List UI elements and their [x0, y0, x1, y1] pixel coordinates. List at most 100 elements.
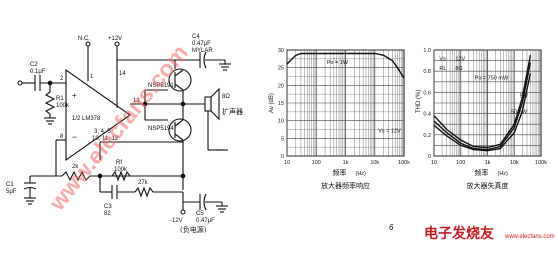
label-r2: 2k [72, 164, 79, 170]
brand-url: www.elecfans.com [504, 234, 555, 240]
brand-logo: 电子发烧友 [424, 225, 494, 242]
y-tick-label: 5 [281, 136, 284, 142]
label-pin1: 1 [90, 74, 94, 80]
y-tick-label: 0.6 [423, 90, 431, 96]
opamp-symbol [65, 68, 131, 162]
label-c4-type: MYLAR [192, 48, 213, 54]
label-pin2: 2 [60, 76, 64, 82]
chart-title: 放大器频率响应 [321, 181, 370, 190]
transistor-q1 [168, 68, 192, 92]
schematic-labels: N.C. +12V C4 0.47μF MYLAR C2 0.1μF R1 10… [6, 34, 243, 234]
chart-annotation: 8Ω [455, 66, 462, 72]
speaker-cone [210, 87, 220, 121]
x-tick-label: 100 [312, 160, 321, 166]
chart-annotation: Vs = 12V [378, 129, 401, 135]
y-tick-label: 0.2 [423, 133, 431, 139]
terminal-nc [85, 41, 91, 47]
resistor-27k [134, 186, 183, 198]
label-pin14: 14 [119, 71, 126, 77]
label-ic: 1/2 LM378 [72, 116, 101, 122]
label-vplus: +12V [108, 36, 122, 42]
label-pins-gnd: 3, 4, 5 [94, 129, 111, 135]
opamp-minus: − [72, 132, 77, 142]
label-q2: NSP5194 [148, 126, 174, 132]
resistor-2k [61, 170, 100, 182]
label-speaker-cn: 扩声器 [222, 107, 243, 116]
series-line-2 [433, 73, 532, 152]
x-axis-unit: (Hz) [356, 171, 367, 177]
label-r1: R1 [56, 96, 64, 102]
label-c2: C2 [30, 62, 38, 68]
label-c1: C1 [6, 182, 14, 188]
series-line-1 [433, 55, 532, 149]
x-axis-label: 频率 [475, 168, 489, 177]
series-line-0 [286, 52, 405, 79]
x-tick-label: 10 [431, 160, 437, 166]
chart-annotation: RL [439, 66, 446, 72]
chart-annotation: 5W [520, 94, 529, 100]
y-tick-label: 30 [278, 48, 284, 54]
x-tick-label: 1k [485, 160, 491, 166]
resistor-r1 [44, 83, 56, 118]
c1-plate-b [23, 186, 37, 190]
y-tick-label: 0 [281, 154, 284, 160]
series-line-0 [433, 62, 532, 151]
label-pins-gnd2: 10, 11, 12 [92, 136, 119, 142]
y-tick-label: 1.0 [423, 48, 431, 54]
x-tick-label: 10 [284, 160, 290, 166]
label-pin13: 13 [133, 98, 140, 104]
chart-title: 放大器失真度 [467, 181, 509, 190]
amplifier-schematic: + − [17, 41, 231, 215]
y-tick-label: 0.8 [423, 69, 431, 75]
chart-annotation: Vs [439, 57, 446, 63]
y-tick-label: 10 [278, 119, 284, 125]
y-axis-label: THD (%) [416, 90, 422, 113]
terminal-vplus [114, 41, 120, 47]
y-axis-label: Av (dB) [269, 93, 275, 113]
terminal-vminus [180, 209, 186, 215]
x-tick-label: 100k [398, 160, 410, 166]
chart-annotation: Po = 1W [327, 60, 349, 66]
label-r1-val: 100k [56, 103, 70, 109]
label-c4: C4 [192, 34, 200, 40]
label-pin8: 8 [60, 134, 64, 140]
y-tick-label: 0 [428, 154, 431, 160]
label-speaker: 8Ω [222, 94, 230, 100]
x-axis-unit: (Hz) [498, 171, 509, 177]
label-q1: NSP5191 [148, 83, 174, 89]
y-tick-label: 0.4 [423, 112, 431, 118]
terminal-input [17, 80, 23, 86]
transistor-q2 [168, 118, 192, 142]
x-tick-label: 10k [370, 160, 379, 166]
x-axis-label: 频率 [333, 168, 347, 177]
label-rf: Rf [116, 160, 122, 166]
chart-thd: 0 0.2 0.4 0.6 0.8 1.0 10 100 1k 10k 100k THD (%) 频率 (… [416, 48, 547, 190]
label-c4-val: 0.47μF [192, 41, 211, 47]
label-c5-val: 0.47μF [196, 218, 215, 224]
label-c1-val: 5μF [6, 189, 17, 195]
label-vminus: -12V [170, 218, 183, 224]
x-tick-label: 100 [456, 160, 465, 166]
speaker-body [204, 96, 212, 112]
label-c5-cn: (负电源) [180, 225, 207, 234]
chart-annotation: 50mW [511, 110, 528, 116]
resistor-rf [111, 170, 131, 182]
y-tick-label: 25 [278, 66, 284, 72]
y-tick-label: 15 [278, 101, 284, 107]
chart-annotation: Po = 750 mW [475, 76, 509, 82]
label-c5: C5 [196, 211, 204, 217]
label-rf-val: 100k [114, 167, 128, 173]
label-c3-val: 82 [104, 211, 111, 217]
x-tick-label: 100k [535, 160, 547, 166]
c4-plate-b [203, 51, 207, 69]
label-c2-val: 0.1μF [30, 69, 46, 75]
y-tick-label: 20 [278, 83, 284, 89]
opamp-plus: + [72, 91, 77, 100]
x-tick-label: 10k [510, 160, 519, 166]
label-c3: C3 [104, 204, 112, 210]
page-number: 6 [389, 223, 394, 232]
c5-plate-b [203, 193, 207, 211]
label-r3: 27k [138, 180, 149, 186]
